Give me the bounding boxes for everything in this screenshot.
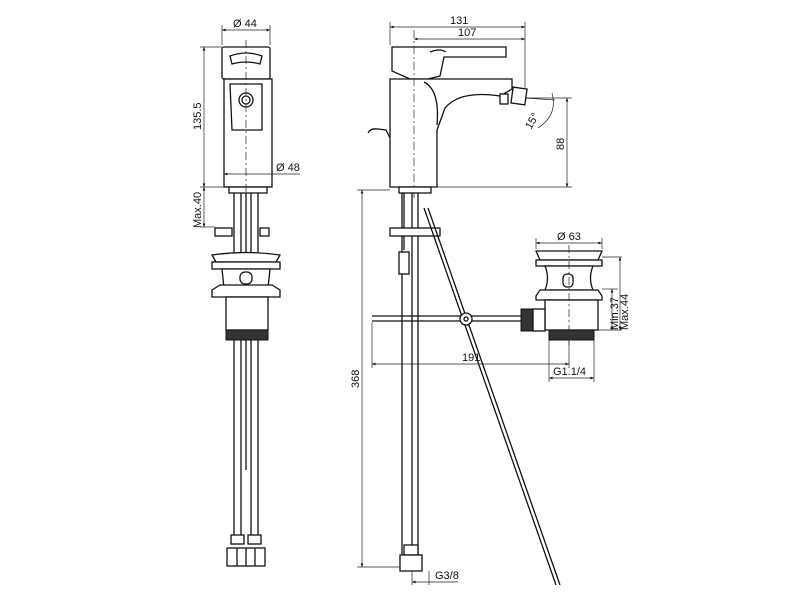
dim-body-height: 135.5 — [192, 102, 204, 130]
hose-nut-front — [399, 554, 423, 572]
dim-base-diameter: Ø 48 — [276, 162, 300, 174]
dim-spout-angle: 15° — [523, 111, 542, 131]
dim-head-diameter: Ø 44 — [233, 18, 257, 30]
lever-handle — [391, 46, 507, 80]
rod-nut — [520, 308, 534, 332]
dim-waste-min: Min.37 — [609, 297, 621, 330]
dim-waste-max: Max.44 — [619, 294, 631, 330]
dim-rod-length: 191 — [462, 352, 480, 364]
dim-spout-reach: 107 — [458, 27, 476, 39]
waste-thread — [225, 329, 269, 341]
faucet-body — [223, 78, 273, 188]
dim-waste-thread: G1.1/4 — [553, 366, 586, 378]
front-view: 131 107 88 15° 368 Ø 63 Min.37 Max.44 19… — [350, 15, 631, 586]
dim-overall-reach: 131 — [450, 15, 468, 27]
pop-up-knob — [367, 128, 391, 139]
waste-cap — [210, 251, 282, 263]
bidet-nozzle — [510, 86, 528, 106]
dim-hose-thread: G3/8 — [435, 570, 459, 582]
rod-clip — [459, 312, 473, 326]
dim-spout-height: 88 — [555, 138, 567, 150]
faucet-body-front — [389, 78, 513, 188]
dim-max-deck: Max.40 — [192, 192, 204, 228]
dim-waste-diameter: Ø 63 — [557, 231, 581, 243]
side-view: Ø 44 135.5 Ø 48 Max.40 — [192, 18, 300, 567]
waste-thread-front — [548, 329, 595, 341]
dim-total-height: 368 — [350, 370, 362, 388]
